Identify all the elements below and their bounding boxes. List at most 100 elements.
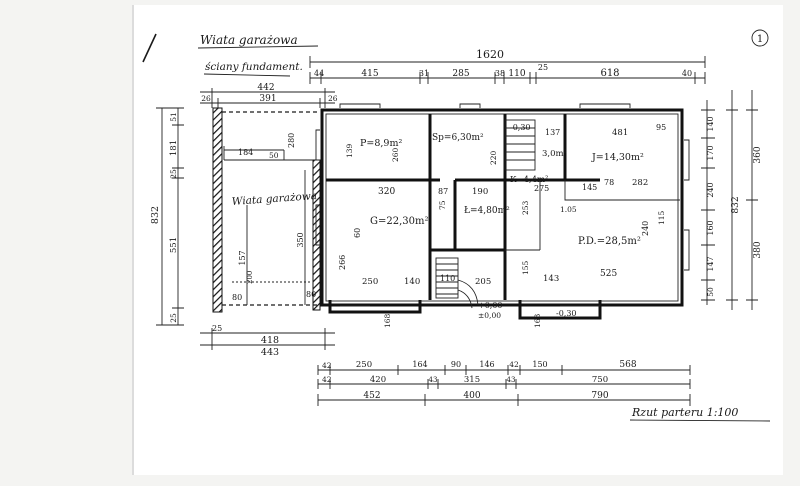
- svg-text:-0,30: -0,30: [556, 309, 577, 318]
- svg-text:452: 452: [363, 391, 380, 401]
- svg-text:266: 266: [338, 255, 347, 270]
- interior-walls: [326, 114, 680, 300]
- room-label: J=14,30m²: [591, 152, 644, 163]
- svg-text:260: 260: [391, 147, 400, 162]
- bottom-dimension-row-1: 42 250 164 90 146 42 150 568: [317, 360, 691, 375]
- svg-text:415: 415: [361, 69, 378, 79]
- svg-text:320: 320: [378, 187, 395, 197]
- garage-bottom-dimensions: 25 418 443: [200, 324, 335, 358]
- svg-text:280: 280: [287, 133, 296, 148]
- svg-text:1.05: 1.05: [560, 205, 577, 214]
- svg-text:25: 25: [538, 63, 548, 72]
- svg-text:380: 380: [753, 241, 763, 258]
- svg-text:25: 25: [169, 313, 178, 323]
- room-label: P.D.=28,5m²: [578, 236, 641, 247]
- svg-text:-0,30: -0,30: [510, 123, 531, 132]
- svg-text:181: 181: [169, 140, 179, 156]
- svg-text:50: 50: [269, 151, 279, 160]
- svg-text:42: 42: [322, 361, 332, 370]
- svg-text:832: 832: [731, 196, 741, 213]
- top-dimension-total: 1620: [309, 48, 706, 68]
- svg-text:360: 360: [753, 146, 763, 163]
- svg-text:618: 618: [600, 68, 619, 79]
- svg-text:25: 25: [212, 324, 222, 333]
- right-dimension-chain: 140 170 240 160 147 50 832 360 380: [701, 90, 763, 310]
- svg-text:240: 240: [706, 182, 715, 197]
- left-dimension-chain: 832 51 181 25 551 25: [150, 107, 184, 326]
- svg-text:150: 150: [532, 360, 547, 369]
- svg-text:391: 391: [259, 94, 276, 104]
- svg-text:184: 184: [238, 148, 253, 157]
- svg-text:143: 143: [543, 274, 559, 284]
- svg-text:285: 285: [452, 69, 469, 79]
- svg-text:+0,00: +0,00: [478, 301, 503, 310]
- svg-text:168: 168: [383, 313, 392, 328]
- svg-text:164: 164: [412, 360, 427, 369]
- svg-text:43: 43: [507, 376, 516, 384]
- svg-text:220: 220: [489, 150, 498, 165]
- svg-text:157: 157: [238, 250, 247, 265]
- foundation-underline: [203, 73, 291, 77]
- svg-text:190: 190: [472, 187, 488, 197]
- svg-text:42: 42: [509, 360, 519, 369]
- svg-text:481: 481: [612, 128, 628, 138]
- svg-text:145: 145: [582, 183, 597, 192]
- svg-text:160: 160: [706, 220, 715, 235]
- svg-text:163: 163: [533, 313, 542, 328]
- svg-text:155: 155: [521, 260, 530, 275]
- windows: [315, 103, 690, 307]
- svg-text:140: 140: [404, 277, 420, 287]
- svg-text:115: 115: [657, 210, 666, 225]
- svg-text:568: 568: [619, 360, 636, 370]
- svg-text:443: 443: [261, 347, 279, 358]
- svg-text:137: 137: [545, 128, 560, 137]
- room-label: 3,0m²: [542, 149, 567, 159]
- svg-text:80: 80: [232, 293, 242, 302]
- svg-text:551: 551: [169, 237, 179, 253]
- svg-text:275: 275: [534, 184, 549, 193]
- bottom-dimension-row-3: 452 400 790: [317, 391, 691, 406]
- garage-title-underline: [197, 45, 319, 49]
- svg-text:240: 240: [641, 221, 650, 236]
- svg-text:87: 87: [438, 187, 448, 196]
- svg-text:42: 42: [322, 375, 332, 384]
- svg-text:253: 253: [521, 200, 530, 215]
- svg-text:282: 282: [632, 178, 648, 188]
- garage-title: Wiata garażowa: [200, 33, 298, 47]
- svg-text:140: 140: [706, 116, 715, 131]
- svg-text:38: 38: [495, 69, 505, 78]
- svg-text:170: 170: [706, 145, 715, 160]
- svg-text:1620: 1620: [476, 48, 504, 61]
- bottom-dimension-row-2: 42 420 43 315 43 750: [317, 375, 691, 389]
- garage-room-label: Wiata garażowa: [231, 190, 317, 208]
- svg-text:80: 80: [306, 290, 316, 299]
- svg-text:40: 40: [682, 69, 692, 78]
- svg-text:90: 90: [451, 360, 461, 369]
- garage-right-wall: [312, 159, 321, 311]
- svg-text:50: 50: [706, 287, 715, 297]
- room-label: K=4,4m²: [510, 175, 548, 185]
- room-label: Ł=4,80m²: [464, 206, 510, 216]
- svg-text:418: 418: [261, 335, 279, 346]
- svg-text:60: 60: [353, 228, 362, 238]
- svg-text:25: 25: [169, 169, 178, 179]
- room-label: Sp=6,30m²: [432, 133, 484, 143]
- drawing-caption: Rzut parteru 1:100: [631, 406, 738, 419]
- svg-text:315: 315: [464, 375, 480, 385]
- svg-text:51: 51: [169, 112, 178, 122]
- svg-text:205: 205: [475, 277, 491, 287]
- house-outer-walls: [320, 108, 684, 320]
- svg-text:75: 75: [438, 200, 447, 210]
- room-label: G=22,30m²: [370, 216, 429, 227]
- svg-text:26: 26: [201, 94, 211, 103]
- svg-text:95: 95: [656, 123, 666, 132]
- svg-text:26: 26: [328, 94, 338, 103]
- garage-left-wall: [212, 107, 223, 313]
- svg-text:832: 832: [150, 206, 161, 224]
- svg-text:43: 43: [429, 376, 438, 384]
- svg-text:420: 420: [370, 375, 386, 385]
- svg-text:250: 250: [356, 360, 372, 370]
- pencil-mark: [142, 33, 157, 63]
